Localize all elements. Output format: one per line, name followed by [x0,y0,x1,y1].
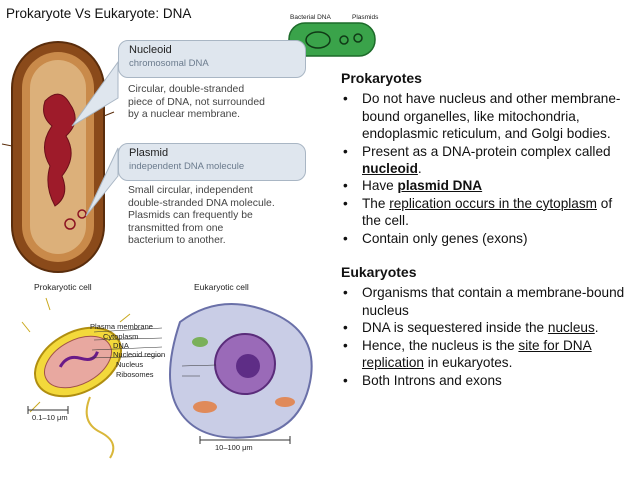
nucleoid-description: Circular, double-stranded piece of DNA, … [128,84,265,121]
nucleoid-callout: Nucleoid chromosomal DNA [118,40,306,78]
nucleoid-title: Nucleoid [129,44,172,56]
prokaryotic-cell-caption: Prokaryotic cell [34,282,92,292]
prokaryotes-heading: Prokaryotes [341,70,422,86]
nucleoid-link[interactable]: nucleoid [362,161,418,177]
list-item: DNA is sequestered inside the nucleus. [341,319,633,337]
eukaryotes-heading: Eukaryotes [341,264,417,281]
plasmid-sub: independent DNA molecule [129,161,245,172]
label-dna: DNA [113,341,129,350]
cell-comparison-diagram [21,297,313,459]
list-item: Contain only genes (exons) [341,230,633,248]
eukaryotes-list: Organisms that contain a membrane-bound … [341,284,633,390]
scale-left: 0.1–10 μm [32,413,68,422]
label-plasma-membrane: Plasma membrane [90,322,153,331]
bacterium-diagram [1,41,119,273]
list-item: Organisms that contain a membrane-bound … [341,284,633,319]
list-item: Present as a DNA-protein complex called … [341,143,633,178]
plasmid-description: Small circular, independent double-stran… [128,185,275,247]
list-item: Both Introns and exons [341,372,633,390]
nucleus-link[interactable]: nucleus [547,320,595,336]
plasmid-dna-link[interactable]: plasmid DNA [397,178,483,194]
prokaryotic-cell [34,326,122,398]
inset-label-plasmids: Plasmids [352,14,379,21]
label-cytoplasm: Cytoplasm [103,332,139,341]
plasmid-title: Plasmid [129,147,169,159]
text-column: Prokaryotes Do not have nucleus and othe… [341,70,633,389]
list-item: The replication occurs in the cytoplasm … [341,195,633,230]
prokaryotes-list: Do not have nucleus and other membrane-b… [341,90,633,247]
eukaryotic-cell-caption: Eukaryotic cell [194,282,249,292]
page-title: Prokaryote Vs Eukaryote: DNA [6,6,192,21]
nucleoid-sub: chromosomal DNA [129,58,209,69]
scale-right: 10–100 μm [215,443,253,452]
site-for-dna-replication-link[interactable]: site for DNA replication [362,337,592,371]
inset-label-bacterial-dna: Bacterial DNA [290,14,331,21]
plasmid-callout: Plasmid independent DNA molecule [118,143,306,181]
list-item: Do not have nucleus and other membrane-b… [341,90,633,142]
list-item: Have plasmid DNA [341,177,633,195]
list-item: Hence, the nucleus is the site for DNA r… [341,337,633,372]
label-nucleus: Nucleus [116,360,144,369]
label-nucleoid-region: Nucleoid region [113,350,166,359]
label-ribosomes: Ribosomes [116,370,154,379]
replication-cytoplasm-link[interactable]: replication occurs in the cytoplasm [389,195,597,211]
plasmid-inset [288,22,376,57]
eukaryotic-cell [169,303,313,439]
